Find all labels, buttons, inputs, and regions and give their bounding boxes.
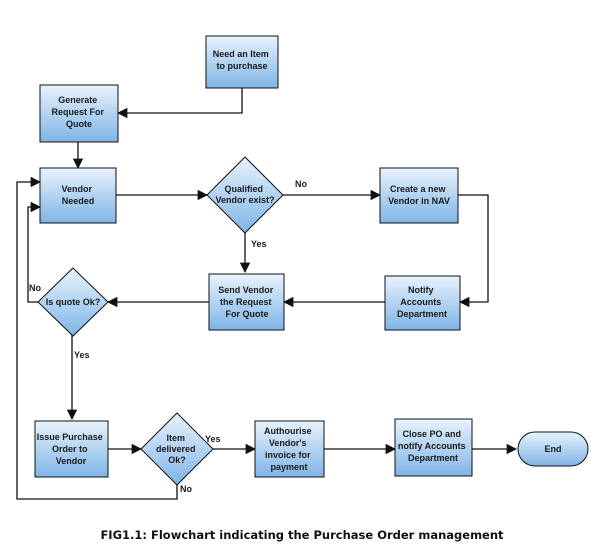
flowchart-edges (16, 88, 518, 500)
node-vendor-needed-label: Vendor Needed (61, 184, 94, 206)
node-quote-ok-decision (37, 267, 109, 337)
node-item-delivered-label: Item delivered Ok? (156, 433, 198, 465)
node-vendor-needed (39, 167, 117, 224)
node-create-vendor (379, 167, 459, 224)
edge-need-to-rfq (116, 88, 243, 119)
edge-create-vendor-to-notify (458, 194, 489, 308)
edge-label-quote-no: No (29, 283, 41, 293)
node-issue-po (34, 420, 109, 478)
node-create-vendor-label: Create a new Vendor in NAV (388, 184, 450, 206)
flowchart-edge-labels: No Yes No Yes Yes No (29, 179, 307, 494)
node-qualified-vendor-label: Qualified Vendor exist? (215, 184, 274, 205)
node-notify-accounts-label: Notify Accounts Department (397, 285, 447, 319)
node-close-po (394, 418, 473, 477)
node-close-po-label: Close PO and notify Accounts Department (398, 429, 468, 463)
edge-quote-ok-no-to-vendor-needed (27, 201, 42, 303)
node-authorise-invoice-label: Authourise Vendor's invoice for payment (264, 426, 314, 472)
edge-label-delivered-no: No (180, 484, 192, 494)
edge-label-qualified-yes: Yes (251, 239, 267, 249)
node-generate-rfq-label: Generate Request For Quote (51, 95, 106, 129)
edge-label-qualified-no: No (295, 179, 307, 189)
node-send-request-label: Send Vendor the Request For Quote (218, 285, 276, 319)
node-need-item-label: Need an Item to purchase (213, 49, 272, 71)
node-issue-po-label: Issue Purchase Order to Vendor (37, 432, 106, 466)
node-end-terminal (517, 431, 589, 467)
flowchart-nodes: Need an Item to purchase Generate Reques… (34, 35, 589, 486)
node-qualified-vendor-decision (206, 156, 284, 234)
node-send-request (208, 273, 285, 331)
node-notify-accounts (384, 275, 461, 331)
node-need-item (205, 35, 279, 89)
node-generate-rfq (39, 84, 119, 143)
figure-caption: FIG1.1: Flowchart indicating the Purchas… (100, 528, 504, 542)
edge-label-quote-yes: Yes (74, 350, 90, 360)
edge-item-delivered-no-to-vendor-needed (16, 176, 178, 500)
node-item-delivered-decision (140, 412, 214, 486)
node-quote-ok-label: Is quote Ok? (46, 297, 101, 307)
node-end-label: End (545, 444, 562, 454)
edge-label-delivered-yes: Yes (205, 434, 221, 444)
node-authorise-invoice (254, 420, 325, 478)
